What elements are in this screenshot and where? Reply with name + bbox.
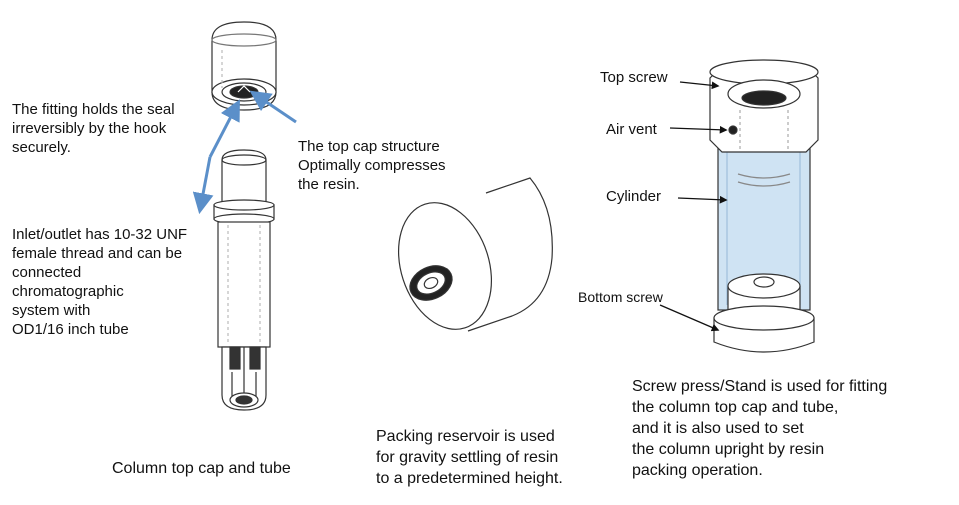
right-caption-line: the column upright by resin xyxy=(632,441,825,458)
left-pointer-lines xyxy=(192,90,297,215)
screw-press-drawing xyxy=(709,59,819,353)
top-screw-label: Top screw xyxy=(600,69,668,86)
inlet-note-line: chromatographic xyxy=(12,283,124,300)
top-cap-note-line: Optimally compresses xyxy=(298,157,446,174)
right-caption-line: Screw press/Stand is used for fitting xyxy=(632,378,888,395)
packing-reservoir-drawing xyxy=(397,177,553,332)
inlet-note-line: Inlet/outlet has 10-32 UNF xyxy=(12,226,188,243)
fitting-note-line: The fitting holds the seal xyxy=(12,101,175,118)
fitting-note-line: irreversibly by the hook xyxy=(12,120,167,137)
top-cap-note-line: The top cap structure xyxy=(298,138,440,155)
right-caption-line: and it is also used to set xyxy=(632,420,804,437)
inlet-note: Inlet/outlet has 10-32 UNF female thread… xyxy=(12,225,187,339)
column-tube-drawing xyxy=(213,149,275,411)
top-cap-note: The top cap structure Optimally compress… xyxy=(298,137,446,194)
inlet-note-line: female thread and can be xyxy=(12,245,183,262)
right-caption-line: packing operation. xyxy=(632,462,763,479)
top-cap-drawing xyxy=(211,21,277,111)
bottom-screw-label: Bottom screw xyxy=(578,289,663,305)
middle-caption-line: to a predetermined height. xyxy=(376,470,563,487)
fitting-note-line: securely. xyxy=(12,139,71,156)
top-cap-note-line: the resin. xyxy=(298,176,360,193)
middle-caption: Packing reservoir is used for gravity se… xyxy=(376,426,563,489)
left-caption: Column top cap and tube xyxy=(112,460,291,477)
right-caption-line: the column top cap and tube, xyxy=(632,399,839,416)
right-caption: Screw press/Stand is used for fitting th… xyxy=(632,376,887,481)
right-pointer-lines xyxy=(659,81,728,332)
inlet-note-line: OD1/16 inch tube xyxy=(12,321,129,338)
inlet-note-line: system with xyxy=(12,302,91,319)
air-vent-label: Air vent xyxy=(606,121,657,138)
inlet-note-line: connected xyxy=(12,264,82,281)
middle-caption-line: for gravity settling of resin xyxy=(376,449,559,466)
middle-caption-line: Packing reservoir is used xyxy=(376,428,555,445)
cylinder-label: Cylinder xyxy=(606,188,662,205)
fitting-note: The fitting holds the seal irreversibly … xyxy=(12,100,175,157)
